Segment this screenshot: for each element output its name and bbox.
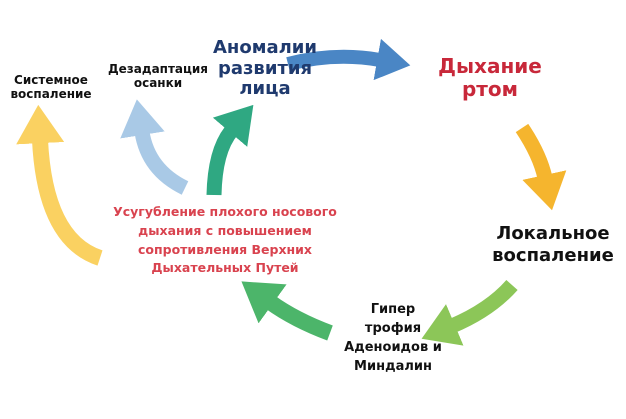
node-line: Дыхание (438, 54, 542, 78)
node-facial-anomalies: Аномалии развития лица (212, 37, 318, 100)
node-hypertrophy: Гипер трофия Аденоидов и Миндалин (344, 301, 442, 376)
node-worsening: Усугубление плохого носового дыхания с п… (113, 203, 337, 278)
node-line: Аномалии (212, 37, 318, 58)
node-line: осанки (133, 76, 183, 91)
node-line: ртом (461, 77, 518, 101)
arrow-to-facial-anomalies (206, 104, 254, 196)
node-line: Гипер (370, 302, 416, 317)
node-line: Усугубление плохого носового (113, 204, 337, 219)
node-line: Системное (14, 73, 88, 87)
node-line: Дыхательных Путей (151, 260, 299, 276)
node-line: Дезадаптация (107, 62, 209, 76)
arrow-to-mouth-breathing (286, 38, 411, 81)
node-line: дыхания с повышением (138, 222, 312, 238)
node-line: Локальное (496, 223, 610, 244)
arrow-to-hypertrophy (421, 279, 518, 346)
arrow-to-posture-maladaptation (120, 99, 189, 195)
node-line: Аденоидов и (344, 339, 442, 355)
node-line: развития (217, 57, 313, 79)
node-line: трофия (364, 320, 422, 336)
node-systemic-inflammation: Системное воспаление (10, 73, 91, 102)
node-line: сопротивления Верхних (138, 241, 312, 257)
node-mouth-breathing: Дыхание ртом (438, 55, 542, 101)
node-line: воспаление (492, 244, 614, 266)
node-line: Миндалин (354, 358, 432, 374)
node-local-inflammation: Локальное воспаление (492, 223, 614, 266)
arrow-to-systemic-inflammation (16, 104, 103, 266)
node-posture-maladaptation: Дезадаптация осанки (108, 62, 208, 91)
node-line: лица (239, 78, 291, 100)
arrow-to-worsening (241, 281, 333, 341)
node-line: воспаление (10, 87, 92, 102)
arrow-to-local-inflammation (515, 123, 567, 211)
